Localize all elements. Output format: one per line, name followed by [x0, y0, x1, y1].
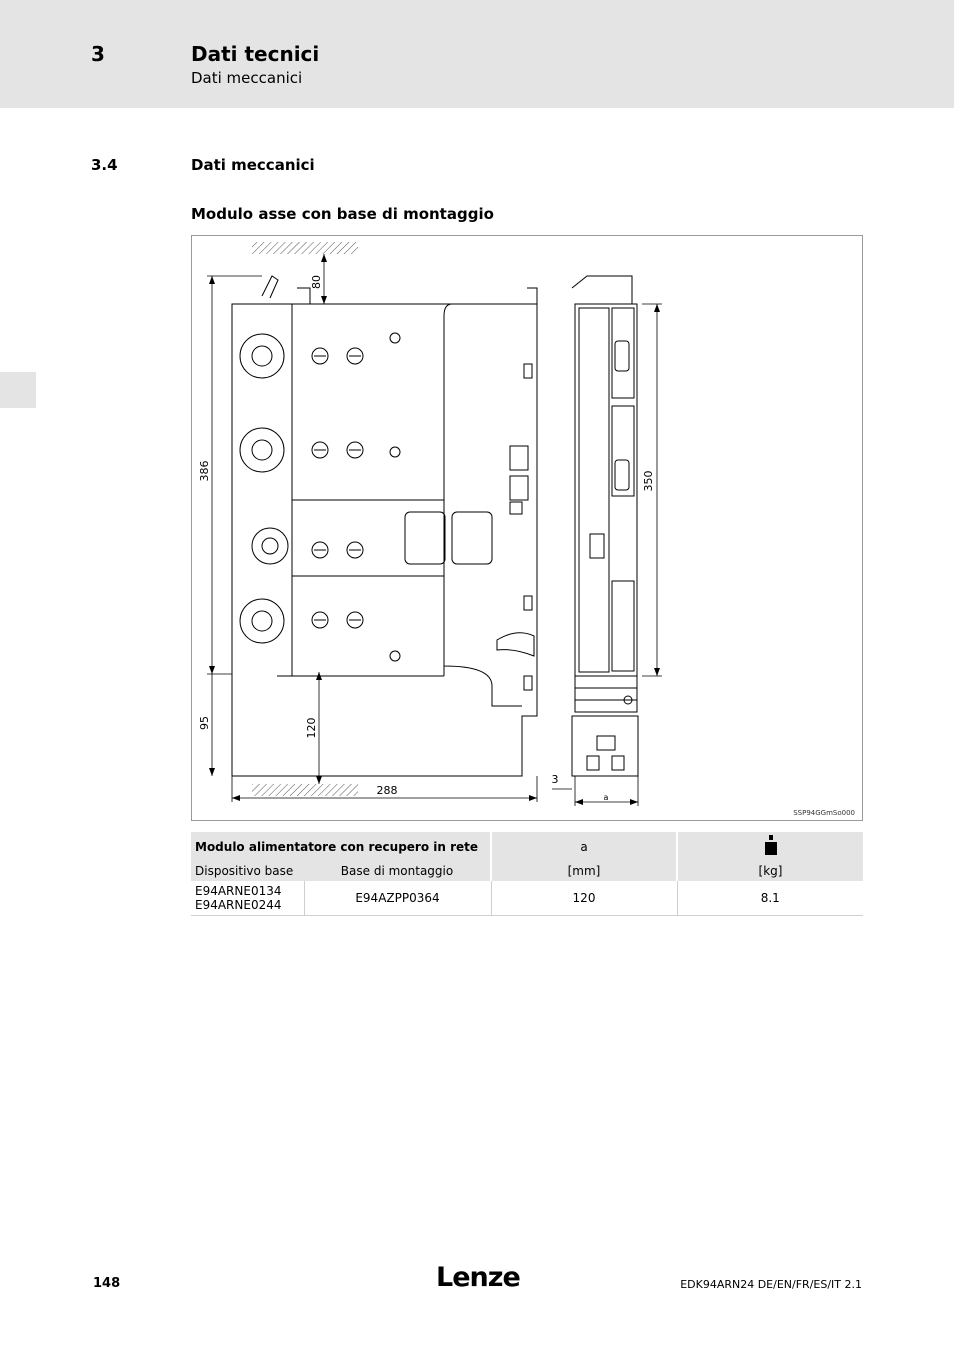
dim-width-a: a — [604, 793, 609, 802]
table-header-mm: [mm] — [491, 861, 678, 881]
document-reference: EDK94ARN24 DE/EN/FR/ES/IT 2.1 — [680, 1278, 862, 1291]
chapter-title: Dati tecnici — [191, 42, 320, 66]
table-cell-mounting-base: E94AZPP0364 — [304, 881, 492, 916]
device-code-1: E94ARNE0134 — [195, 884, 282, 898]
hatch-top — [252, 242, 358, 254]
table-header-group: Modulo alimentatore con recupero in rete — [191, 832, 492, 861]
table-cell-devices: E94ARNE0134 E94ARNE0244 — [191, 881, 305, 916]
section-number: 3.4 — [91, 156, 118, 174]
dim-height-front: 350 — [642, 471, 655, 492]
hatch-bottom — [252, 784, 358, 796]
header-band — [0, 0, 954, 108]
section-title: Dati meccanici — [191, 156, 315, 174]
dimension-arrows — [209, 254, 660, 805]
chapter-side-tab — [0, 372, 36, 408]
dim-top-clearance: 80 — [310, 275, 323, 289]
table-cell-weight: 8.1 — [677, 881, 863, 916]
table-header-kg: [kg] — [758, 864, 783, 878]
dim-depth-offset: 120 — [305, 718, 318, 739]
dim-height-total: 386 — [198, 461, 211, 482]
chapter-number: 3 — [91, 42, 105, 66]
dim-gap: 3 — [552, 773, 559, 786]
table-header-row: Modulo alimentatore con recupero in rete… — [191, 832, 863, 861]
figure-code: SSP94GGmSo000 — [793, 809, 855, 817]
table-subheader-row: Dispositivo base Base di montaggio [mm] … — [191, 861, 863, 881]
figure-heading: Modulo asse con base di montaggio — [191, 205, 494, 223]
drawing-svg: 80 386 95 120 288 3 a 350 — [198, 242, 662, 806]
front-view — [571, 275, 639, 777]
table-row: E94ARNE0134 E94ARNE0244 E94AZPP0364 120 … — [191, 881, 863, 916]
dim-depth: 288 — [377, 784, 398, 797]
table-header-a: a — [491, 832, 678, 861]
page-number: 148 — [93, 1276, 121, 1291]
weight-icon — [764, 835, 777, 855]
table-header-base-device: Dispositivo base — [195, 864, 294, 878]
table-header-mounting-base: Base di montaggio — [304, 861, 492, 881]
chapter-subtitle: Dati meccanici — [191, 69, 303, 87]
spec-table: Modulo alimentatore con recupero in rete… — [191, 832, 863, 916]
table-cell-a: 120 — [491, 881, 678, 916]
side-view — [231, 275, 538, 777]
table-header-weight-icon-cell — [677, 832, 863, 861]
lenze-logo: Lenze — [436, 1262, 521, 1293]
technical-drawing: 80 386 95 120 288 3 a 350 SSP94GGmSo000 — [191, 235, 863, 821]
dim-bottom-clearance: 95 — [198, 716, 211, 730]
device-code-2: E94ARNE0244 — [195, 898, 282, 912]
dimension-lines — [207, 254, 662, 806]
